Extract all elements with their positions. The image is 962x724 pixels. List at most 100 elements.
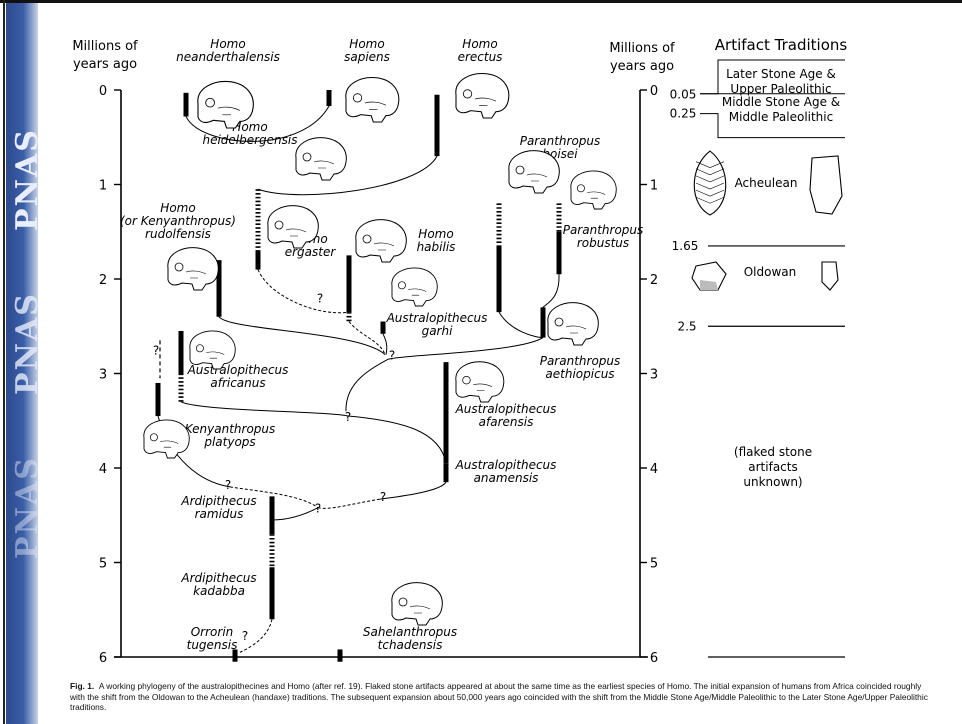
anamensis-link (317, 498, 381, 509)
species-label-erectus: Homo (462, 37, 497, 51)
left-border (3, 0, 5, 724)
skull-robustus-icon-outline (570, 170, 617, 210)
anamensis-branch (379, 481, 447, 500)
caption-text: A working phylogeny of the australopithe… (70, 681, 928, 712)
species-label-kadabba: Ardipithecus (180, 571, 256, 585)
homo-origin-link (345, 358, 389, 412)
species-label-aethiopicus: Paranthropus (540, 354, 621, 368)
skull-neanderthalensis-icon-orbit (205, 97, 215, 108)
species-label-kadabba: kadabba (193, 584, 245, 598)
skull-rudolfensis-icon-detail (185, 270, 207, 279)
acheulean-handaxe-icon-flake (695, 182, 725, 190)
lsa-bracket (700, 59, 845, 95)
uncertainty-marker: ? (380, 490, 386, 504)
heidelbergensis-branch (185, 105, 330, 142)
skull-ergaster-icon-detail (285, 228, 307, 237)
species-label-platyops: platyops (203, 435, 255, 449)
skull-afarensis-icon-detail (473, 383, 493, 391)
right-axis-tick-label: 1 (650, 179, 658, 194)
skull-ergaster-icon (267, 205, 319, 249)
species-label-neanderthalensis: Homo (210, 37, 245, 51)
acheulean-handaxe-icon-flake (695, 196, 725, 204)
species-label-platyops: Kenyanthropus (185, 422, 276, 436)
oldowan-core-icon (821, 261, 839, 291)
uncertainty-marker: ? (242, 629, 248, 643)
left-axis-tick-label: 4 (99, 462, 107, 477)
skull-ergaster-icon-orbit (274, 220, 284, 230)
skull-tchadensis-icon-orbit (398, 597, 408, 607)
tradition-label-middle-stone-age: Middle Paleolithic (729, 110, 833, 124)
skull-sapiens-icon (345, 77, 400, 123)
left-axis-tick-label: 1 (99, 179, 107, 194)
species-label-robustus: robustus (577, 236, 629, 250)
skull-garhi-icon (391, 267, 438, 307)
acheulean-handaxe-icon-outline (693, 150, 727, 216)
acheulean-handaxe-icon-flake (695, 175, 725, 183)
skull-habilis-icon-detail (373, 242, 395, 251)
right-axis-tick-label: 6 (650, 651, 658, 666)
skull-garhi-icon-orbit (397, 281, 406, 290)
africanus-branch (180, 401, 349, 417)
skull-boisei-icon-detail (526, 173, 548, 182)
species-label-garhi: Australopithecus (386, 311, 488, 325)
skull-africanus-icon (189, 330, 236, 370)
right-axis-title: years ago (610, 59, 674, 74)
habilis-branch (348, 321, 386, 355)
tradition-label-unknown: (flaked stone (734, 445, 812, 459)
boundary-label-0-05: 0.05 (670, 88, 697, 102)
boundary-label-0-25: 0.25 (670, 107, 697, 121)
skull-afarensis-icon-outline (455, 361, 505, 403)
skull-erectus-icon-outline (455, 73, 510, 119)
species-label-robustus: Paranthropus (563, 223, 644, 237)
acheulean-handaxe-icon-flake (695, 189, 725, 197)
ramidus-link (271, 507, 319, 521)
species-label-anamensis: anamensis (474, 471, 539, 485)
skull-habilis-icon-orbit (362, 234, 372, 244)
skull-platyops-icon-orbit (149, 433, 158, 442)
afarensis-link (347, 415, 447, 464)
skull-sapiens-icon-orbit (352, 93, 363, 103)
acheulean-cleaver-icon (809, 155, 843, 215)
ergaster-habilis-branch (257, 269, 350, 314)
species-label-sapiens: sapiens (344, 50, 390, 64)
skull-heidelbergensis-icon-outline (295, 137, 347, 181)
oldowan-chopper-shading (700, 280, 718, 290)
boundary-label-2-5: 2.5 (677, 319, 696, 333)
skull-erectus-icon-orbit (462, 89, 473, 99)
species-label-anamensis: Australopithecus (455, 458, 557, 472)
tradition-label-oldowan: Oldowan (744, 265, 797, 279)
skull-platyops-icon (143, 419, 190, 459)
uncertainty-marker: ? (389, 348, 395, 362)
skull-afarensis-icon-orbit (462, 375, 471, 385)
species-label-tugensis: Orrorin (191, 625, 234, 639)
species-label-tugensis: tugensis (187, 638, 238, 652)
erectus-branch (257, 155, 438, 196)
species-label-rudolfensis: (or Kenyanthropus) (120, 214, 236, 228)
species-label-sapiens: Homo (349, 37, 384, 51)
species-label-habilis: Homo (418, 227, 453, 241)
robustus-branch (542, 274, 560, 308)
uncertainty-marker: ? (317, 292, 323, 306)
right-axis-tick-label: 5 (650, 557, 658, 572)
skull-rudolfensis-icon-outline (167, 247, 219, 291)
species-label-africanus: africanus (210, 376, 265, 390)
acheulean-handaxe-icon (693, 150, 727, 216)
species-label-erectus: erectus (458, 50, 503, 64)
skull-heidelbergensis-icon (295, 137, 347, 181)
skull-erectus-icon-detail (474, 97, 497, 106)
left-axis-tick-label: 3 (99, 368, 107, 383)
msa-bracket (700, 113, 845, 139)
skull-sapiens-icon-detail (364, 101, 387, 110)
species-label-afarensis: Australopithecus (455, 402, 557, 416)
skull-africanus-icon-orbit (195, 344, 204, 353)
left-axis-title: Millions of (72, 39, 138, 54)
left-axis-tick-label: 0 (99, 84, 107, 99)
species-label-tchadensis: tchadensis (378, 638, 443, 652)
kadabba-tugensis-link (239, 619, 273, 653)
top-border (0, 0, 962, 3)
species-label-heidelbergensis: heidelbergensis (202, 133, 297, 147)
skull-ergaster-icon-outline (267, 205, 319, 249)
species-label-garhi: garhi (422, 324, 454, 338)
